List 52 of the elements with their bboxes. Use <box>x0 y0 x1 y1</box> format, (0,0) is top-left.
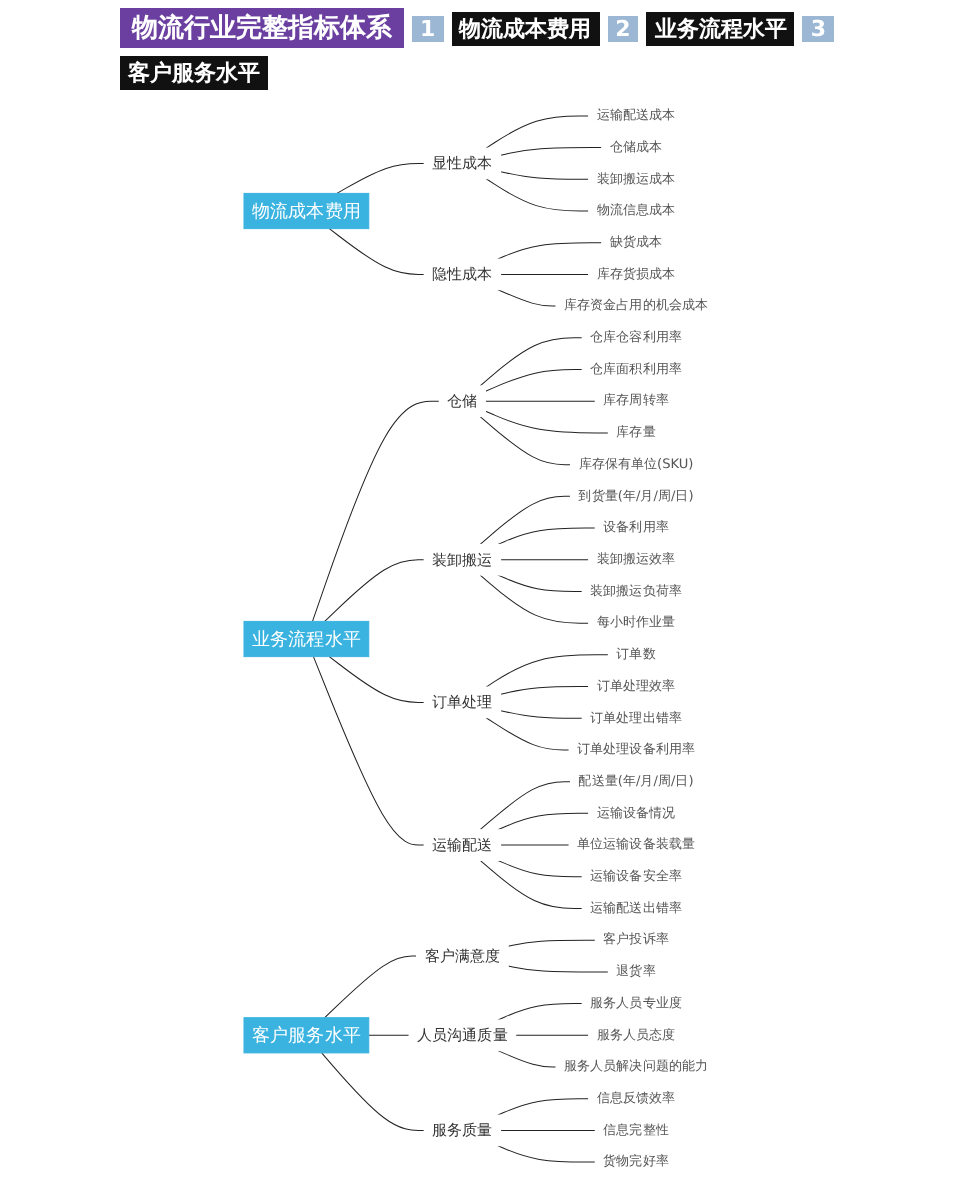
connector <box>485 717 570 751</box>
connector <box>497 574 583 592</box>
node-box: 业务流程水平 <box>243 620 370 658</box>
node-box: 客户服务水平 <box>243 1017 370 1054</box>
connector <box>500 710 583 719</box>
connector <box>324 559 425 622</box>
node-box: 物流成本费用 <box>243 192 370 230</box>
connector <box>328 228 425 275</box>
connector <box>497 812 590 831</box>
connector <box>321 1052 425 1131</box>
section-heading: 物流成本费用 <box>451 11 600 45</box>
connector <box>368 1034 410 1036</box>
connector <box>485 400 596 402</box>
connector <box>479 781 571 831</box>
connector <box>500 1129 596 1131</box>
connector <box>497 1003 583 1021</box>
connector <box>500 686 590 695</box>
connector <box>485 369 583 392</box>
connector <box>497 1145 596 1163</box>
connector <box>312 400 440 622</box>
connector <box>336 162 425 194</box>
connector <box>497 242 603 260</box>
connector <box>500 559 590 561</box>
connector <box>497 289 557 307</box>
section-number: 3 <box>802 15 834 41</box>
connector <box>479 337 583 387</box>
connector <box>497 527 596 545</box>
connector <box>485 178 590 212</box>
section-number: 2 <box>607 15 639 41</box>
title-banner: 物流行业完整指标体系 <box>120 8 404 48</box>
connector <box>479 416 572 466</box>
connector <box>485 115 590 149</box>
connector <box>497 1098 590 1116</box>
connector <box>324 955 418 1019</box>
connector <box>485 410 609 434</box>
connector <box>485 654 609 688</box>
section-heading: 业务流程水平 <box>646 11 795 45</box>
connector <box>515 1034 590 1036</box>
connector <box>312 656 425 846</box>
connector <box>479 495 571 545</box>
connector <box>507 939 596 947</box>
connector <box>500 273 590 275</box>
connector <box>497 859 583 878</box>
connector <box>507 965 609 973</box>
section-number: 1 <box>412 15 444 41</box>
connector <box>479 859 583 909</box>
connector <box>479 574 590 624</box>
connector <box>500 147 603 156</box>
section-heading: 客户服务水平 <box>120 56 268 90</box>
connector <box>500 171 590 180</box>
connector <box>328 656 425 703</box>
connector <box>497 1050 557 1068</box>
